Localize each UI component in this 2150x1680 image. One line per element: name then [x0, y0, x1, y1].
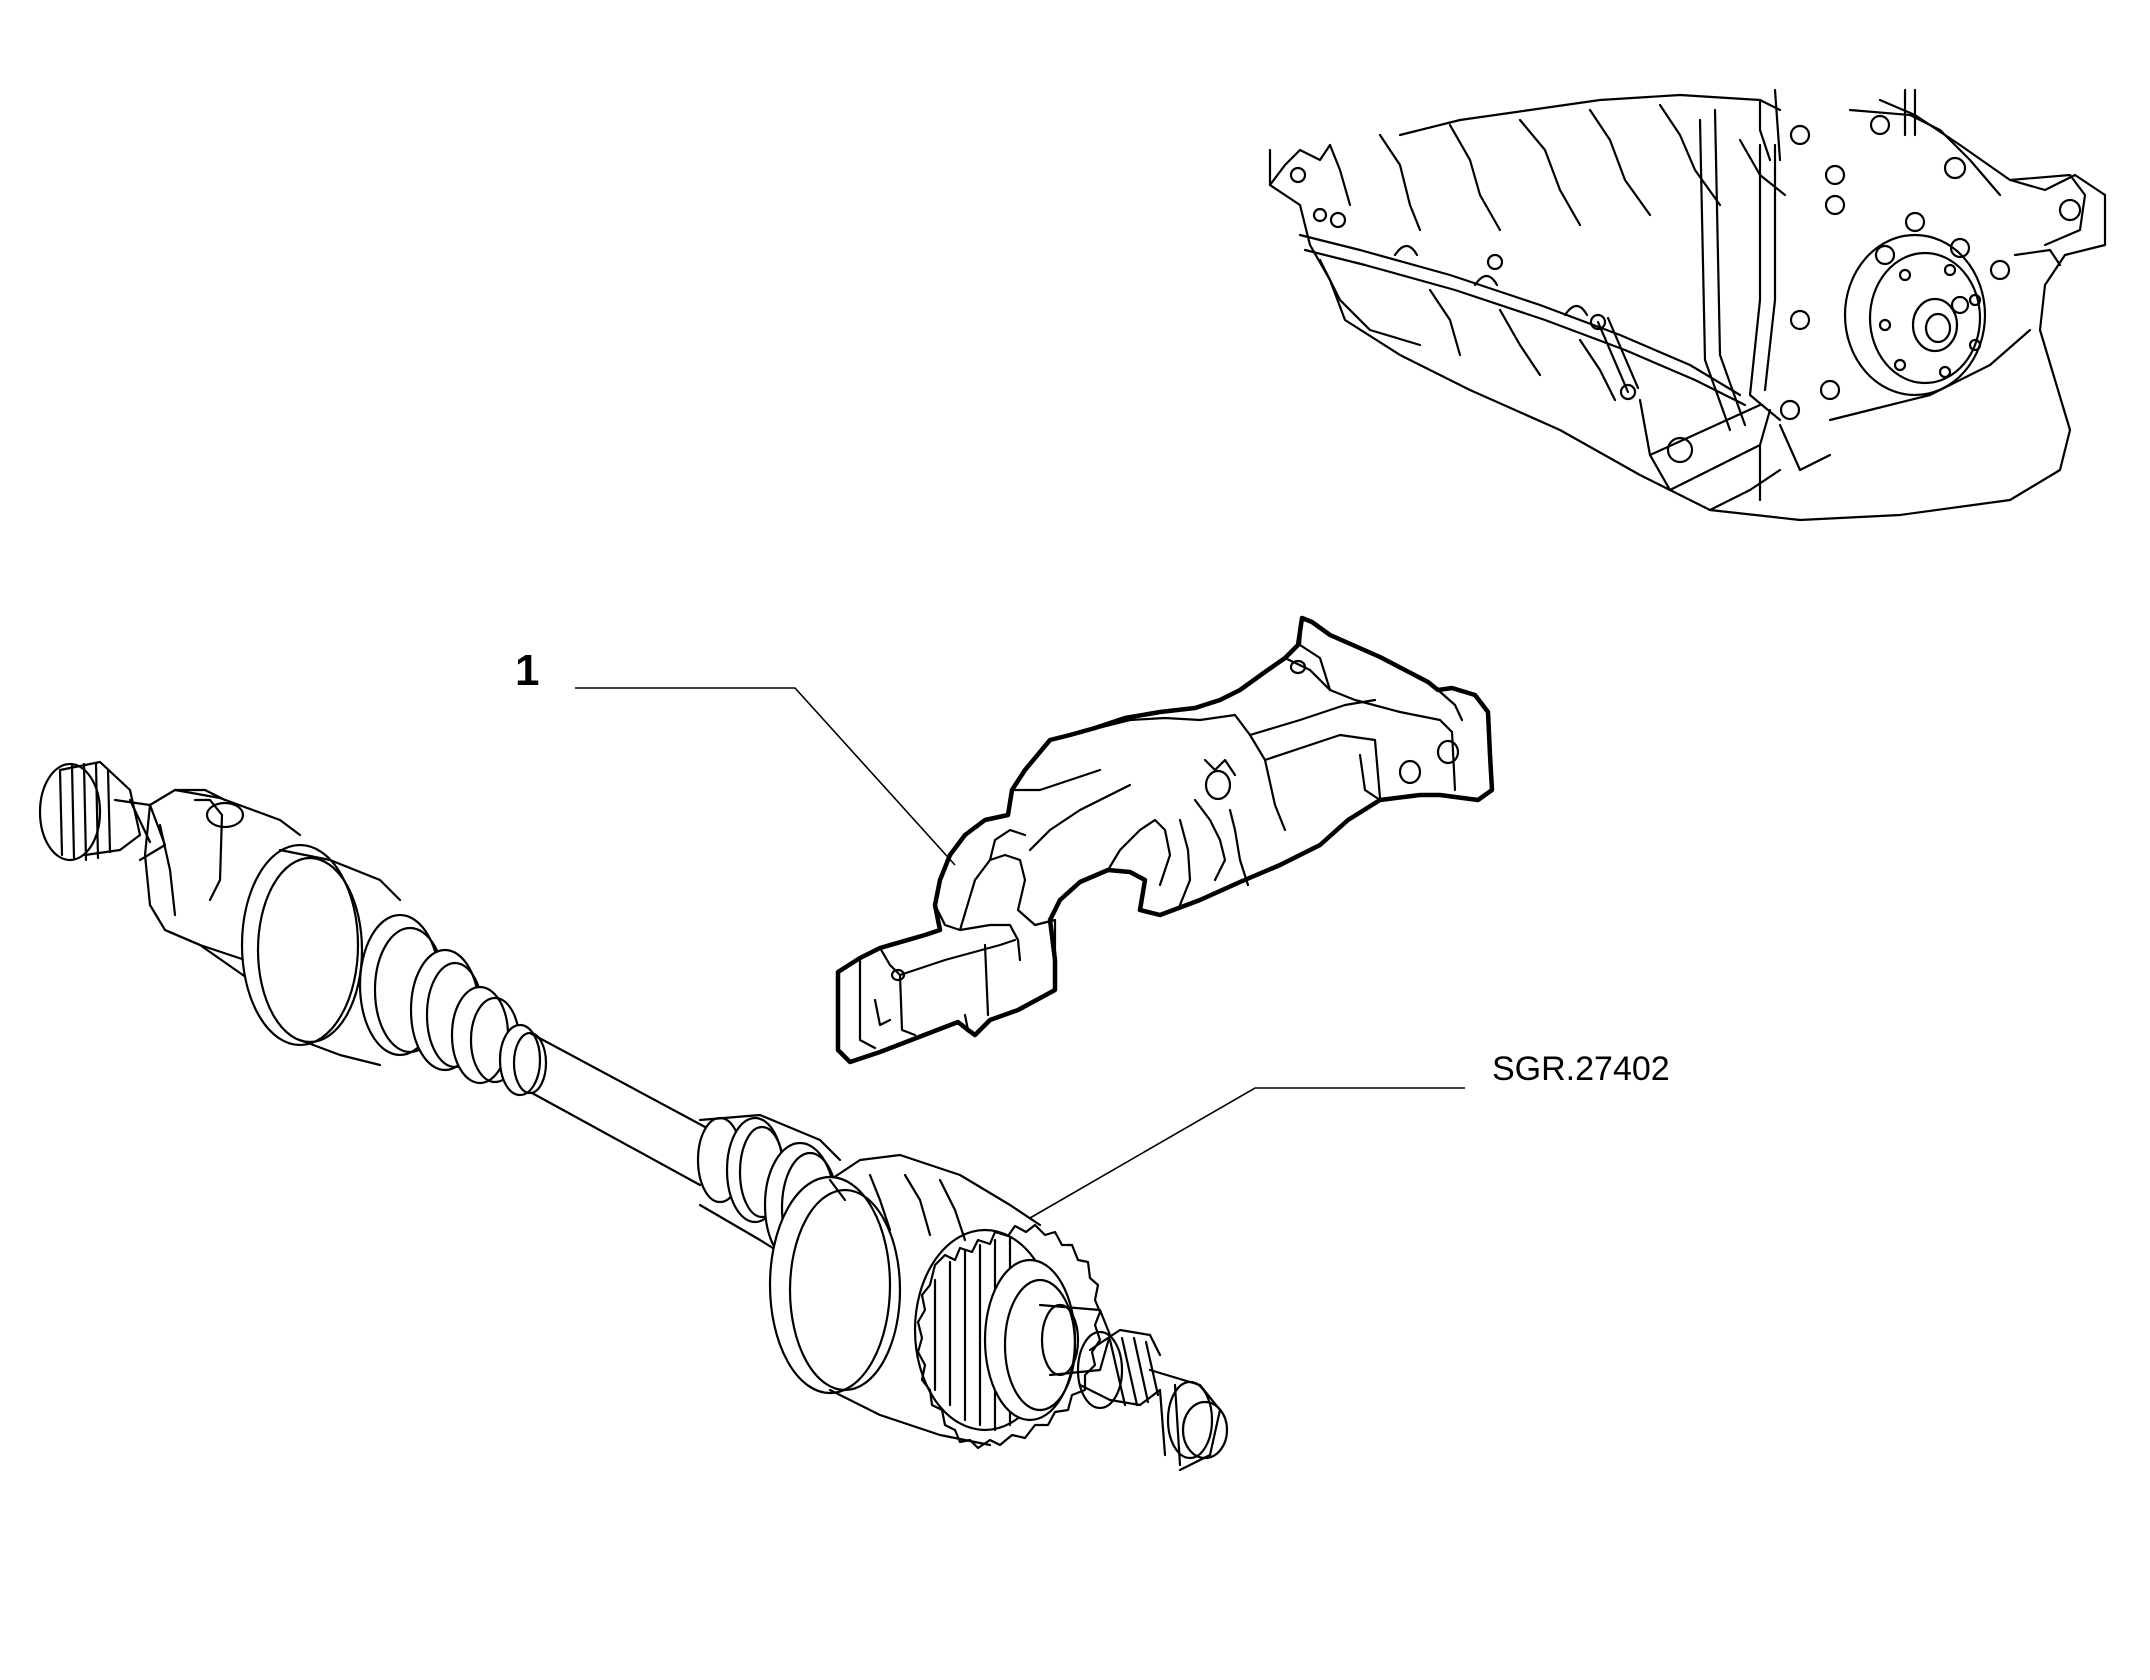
reference-code: SGR.27402: [1492, 1050, 1670, 1088]
leader-line-1: [575, 687, 956, 866]
callout-number: 1: [515, 646, 539, 695]
leader-line-ref: [1029, 1087, 1465, 1219]
bracket-icon: [835, 615, 1495, 1065]
engine-block-icon: [1268, 88, 2107, 522]
drive-shaft-icon: [38, 760, 1229, 1472]
callout-1: 1: [515, 646, 956, 866]
reference-label: SGR.27402: [1029, 1050, 1670, 1219]
